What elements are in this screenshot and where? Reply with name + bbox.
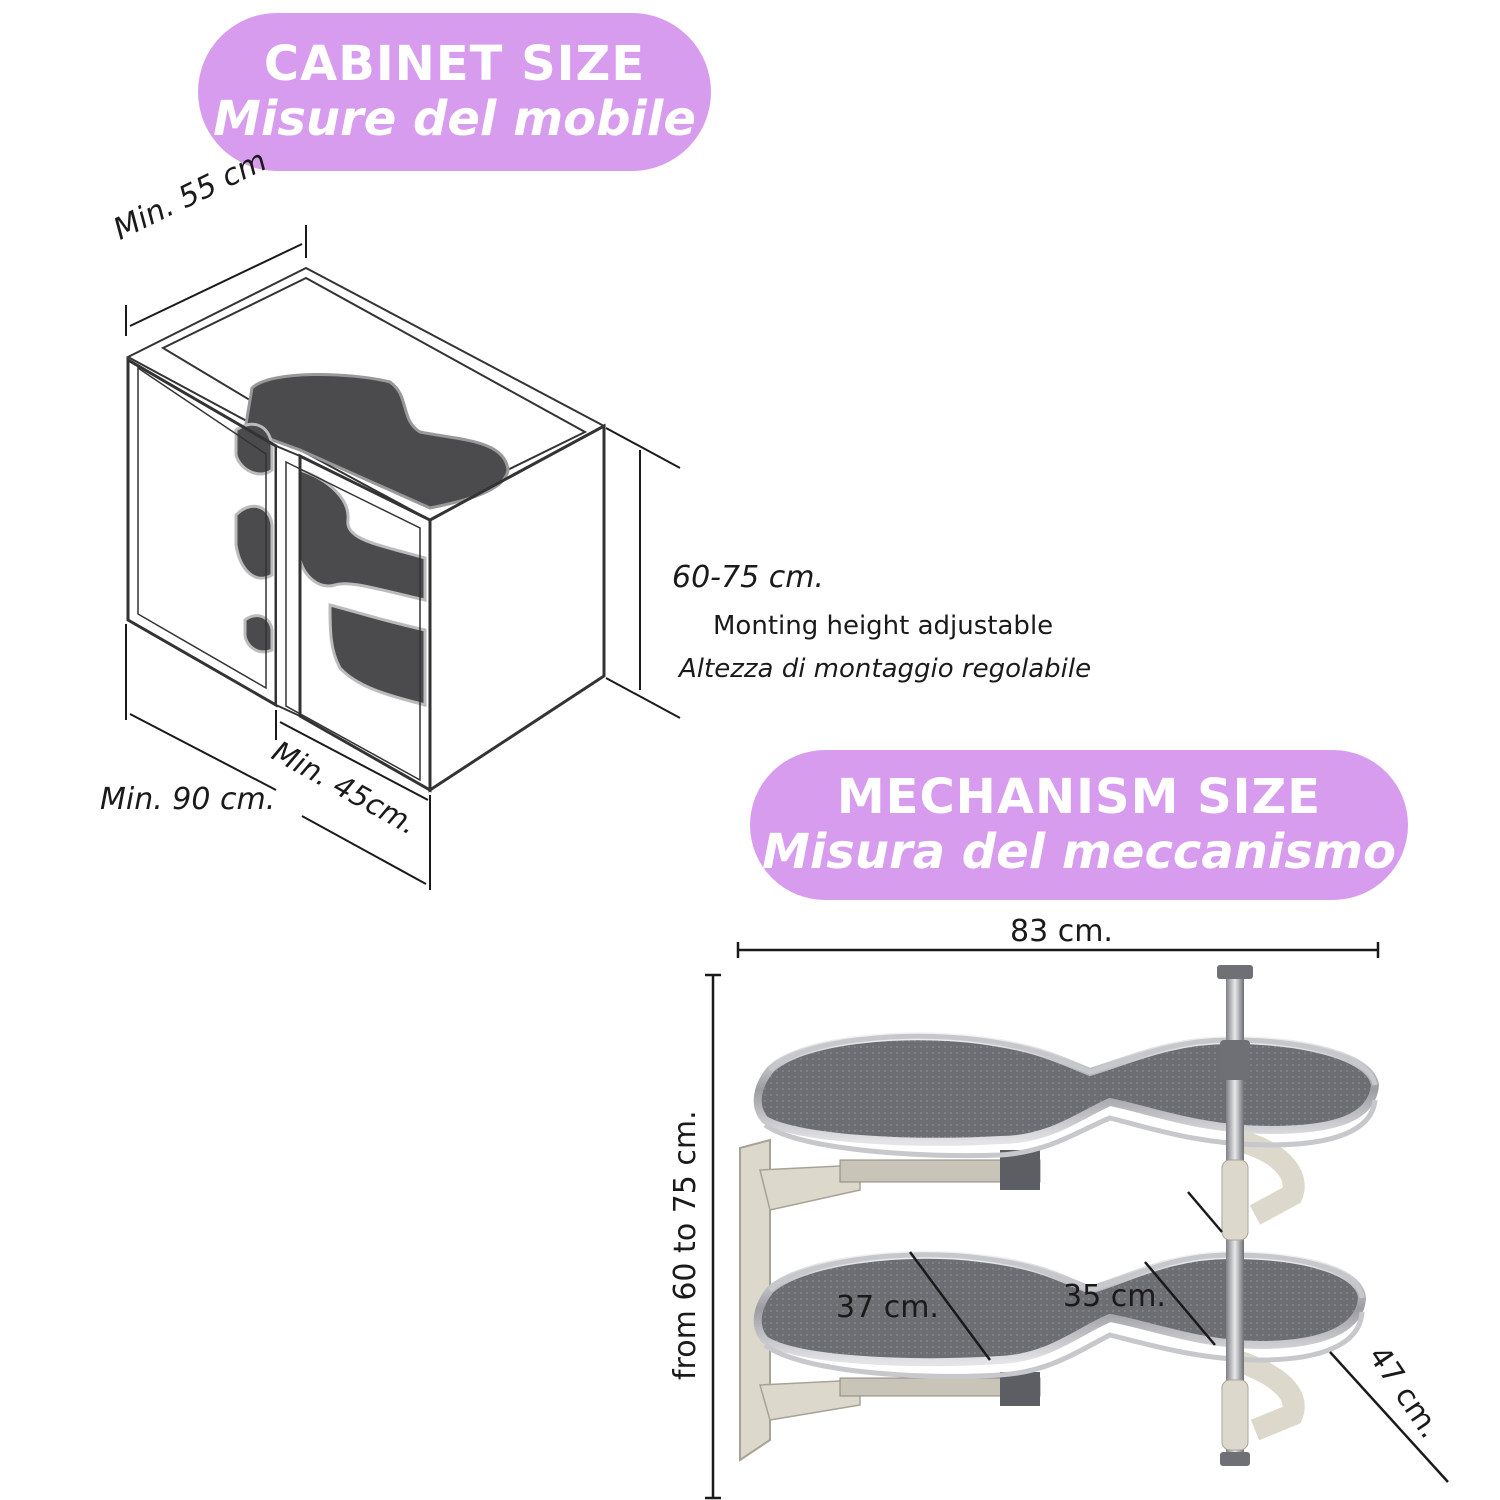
wall-bracket: [739, 1138, 771, 1462]
cabinet-size-title: CABINET SIZE: [263, 35, 646, 92]
pole-bracket-lower: [1231, 1349, 1305, 1441]
mechanism-size-header: MECHANISM SIZE Misura del meccanismo: [750, 750, 1408, 900]
mechanism-width-label: 83 cm.: [1010, 914, 1113, 949]
mechanism-height-label: from 60 to 75 cm.: [668, 1110, 703, 1380]
cabinet-dimension-lines: [125, 225, 681, 890]
mechanism-size-subtitle: Misura del meccanismo: [762, 824, 1396, 880]
cabinet-lower-shelf: [328, 603, 427, 707]
cabinet-width-label: Min. 90 cm.: [100, 782, 276, 817]
pole-foot: [1220, 1452, 1250, 1466]
mechanism-depth-line: [1329, 1351, 1449, 1483]
left-tray-label: 37 cm.: [836, 1290, 939, 1325]
cabinet-divider-post: [275, 444, 301, 718]
cabinet-height-label: 60-75 cm.: [672, 560, 824, 595]
cabinet-upper-shelf: [243, 372, 510, 510]
door-dimension-line: [279, 721, 429, 801]
mechanism-drawing: [739, 965, 1380, 1466]
height-note-en: Monting height adjustable: [713, 611, 1054, 641]
depth-dimension-line: [129, 243, 303, 327]
left-tray-line: [908, 1251, 992, 1361]
cabinet-size-header: CABINET SIZE Misure del mobile: [198, 13, 711, 171]
upper-tray: [753, 1032, 1380, 1146]
width-dimension-line: [129, 713, 277, 791]
height-note-it: Altezza di montaggio regolabile: [679, 654, 1092, 684]
right-tray-line: [1144, 1261, 1216, 1346]
mechanism-dimension-lines: [705, 942, 1449, 1500]
mechanism-size-title: MECHANISM SIZE: [836, 768, 1322, 825]
pole-top-cap: [1217, 965, 1253, 979]
cabinet-left-shelf: [234, 504, 274, 580]
cabinet-middle-shelf: [298, 467, 427, 602]
cabinet-drawing: [125, 266, 607, 793]
right-tray-label: 35 cm.: [1063, 1279, 1166, 1314]
cabinet-side-face: [428, 423, 606, 793]
cabinet-size-subtitle: Misure del mobile: [213, 91, 696, 147]
